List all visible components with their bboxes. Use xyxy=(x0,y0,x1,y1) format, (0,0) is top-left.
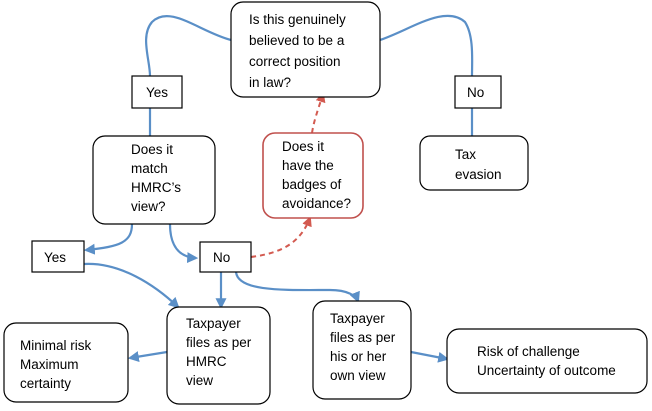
files-own-line-2: files as per xyxy=(330,330,396,345)
question-badges-of-avoidance-node: Does it have the badges of avoidance? xyxy=(262,132,364,219)
minimal-risk-line-1: Minimal risk xyxy=(20,338,92,353)
evasion-line-1: Tax xyxy=(455,147,476,162)
connector-files-hmrc-to-minimal-risk xyxy=(127,350,168,363)
badges-line-4: avoidance? xyxy=(282,196,351,211)
answer-no-top-label: No xyxy=(467,85,484,100)
question-line-4: in law? xyxy=(249,75,291,90)
evasion-line-2: evasion xyxy=(455,167,502,182)
action-files-as-per-own-view-node: Taxpayer files as per his or her own vie… xyxy=(312,300,412,400)
connector-no-to-badges xyxy=(250,216,312,258)
badges-line-1: Does it xyxy=(282,139,324,154)
svg-text:Tax evasion: Tax evasion xyxy=(455,147,502,182)
action-files-as-per-hmrc-node: Taxpayer files as per HMRC view xyxy=(166,306,271,405)
outcome-minimal-risk-node: Minimal risk Maximum certainty xyxy=(3,322,129,403)
answer-no-mid-label: No xyxy=(213,250,230,265)
match-line-1: Does it xyxy=(131,142,173,157)
svg-text:Risk of challenge Uncert: Risk of challenge Uncertainty of outcome xyxy=(477,344,616,378)
answer-yes-mid-node: Yes xyxy=(31,240,85,273)
connectors xyxy=(83,14,474,363)
files-hmrc-line-1: Taxpayer xyxy=(186,316,241,331)
svg-text:Does it have the b: Does it have the badges of avoidance? xyxy=(282,139,351,211)
question-match-hmrc-node: Does it match HMRC’s view? xyxy=(92,135,216,225)
connector-no-to-files-own xyxy=(234,271,360,304)
answer-no-mid-node: No xyxy=(199,241,252,273)
svg-text:Is this genuinely believ: Is this genuinely believed to be a corre… xyxy=(249,12,350,90)
answer-no-top-node: No xyxy=(454,75,502,109)
match-line-3: HMRC’s xyxy=(131,180,181,195)
badges-line-2: have the xyxy=(282,158,334,173)
connector-question-to-yes xyxy=(144,15,232,77)
risk-challenge-line-2: Uncertainty of outcome xyxy=(477,363,616,378)
question-line-2: believed to be a xyxy=(249,33,345,48)
connector-match-to-no xyxy=(168,223,199,264)
question-line-3: correct position xyxy=(249,54,341,69)
files-own-line-4: own view xyxy=(330,368,386,383)
svg-text:Taxpayer files as per: Taxpayer files as per HMRC view xyxy=(186,316,255,388)
match-line-4: view? xyxy=(131,199,166,214)
files-own-line-1: Taxpayer xyxy=(330,311,385,326)
badges-line-3: badges of xyxy=(282,177,342,192)
connector-yes-to-files-hmrc xyxy=(83,262,180,309)
files-hmrc-line-2: files as per xyxy=(186,335,252,350)
files-hmrc-line-4: view xyxy=(186,373,213,388)
minimal-risk-line-2: Maximum xyxy=(20,357,79,372)
question-correct-position-node: Is this genuinely believed to be a corre… xyxy=(230,1,381,98)
files-own-line-3: his or her xyxy=(330,349,387,364)
answer-yes-top-label: Yes xyxy=(146,85,168,100)
svg-text:Taxpayer files as per: Taxpayer files as per his or her own vie… xyxy=(330,311,399,383)
outcome-tax-evasion-node: Tax evasion xyxy=(419,135,529,191)
connector-files-own-to-risk-challenge xyxy=(410,350,450,363)
question-line-1: Is this genuinely xyxy=(249,12,346,27)
answer-yes-top-node: Yes xyxy=(131,75,183,109)
risk-challenge-line-1: Risk of challenge xyxy=(477,344,580,359)
connector-badges-to-question xyxy=(311,92,326,134)
files-hmrc-line-3: HMRC xyxy=(186,354,227,369)
match-line-2: match xyxy=(131,161,168,176)
outcome-risk-of-challenge-node: Risk of challenge Uncertainty of outcome xyxy=(446,328,648,394)
connector-match-to-yes xyxy=(83,223,134,255)
minimal-risk-line-3: certainty xyxy=(20,376,71,391)
svg-text:Does it match HMRC: Does it match HMRC’s view? xyxy=(131,142,185,214)
answer-yes-mid-label: Yes xyxy=(44,250,66,265)
svg-text:Minimal risk Maximum: Minimal risk Maximum certainty xyxy=(20,338,95,391)
connector-question-to-no xyxy=(379,14,474,77)
